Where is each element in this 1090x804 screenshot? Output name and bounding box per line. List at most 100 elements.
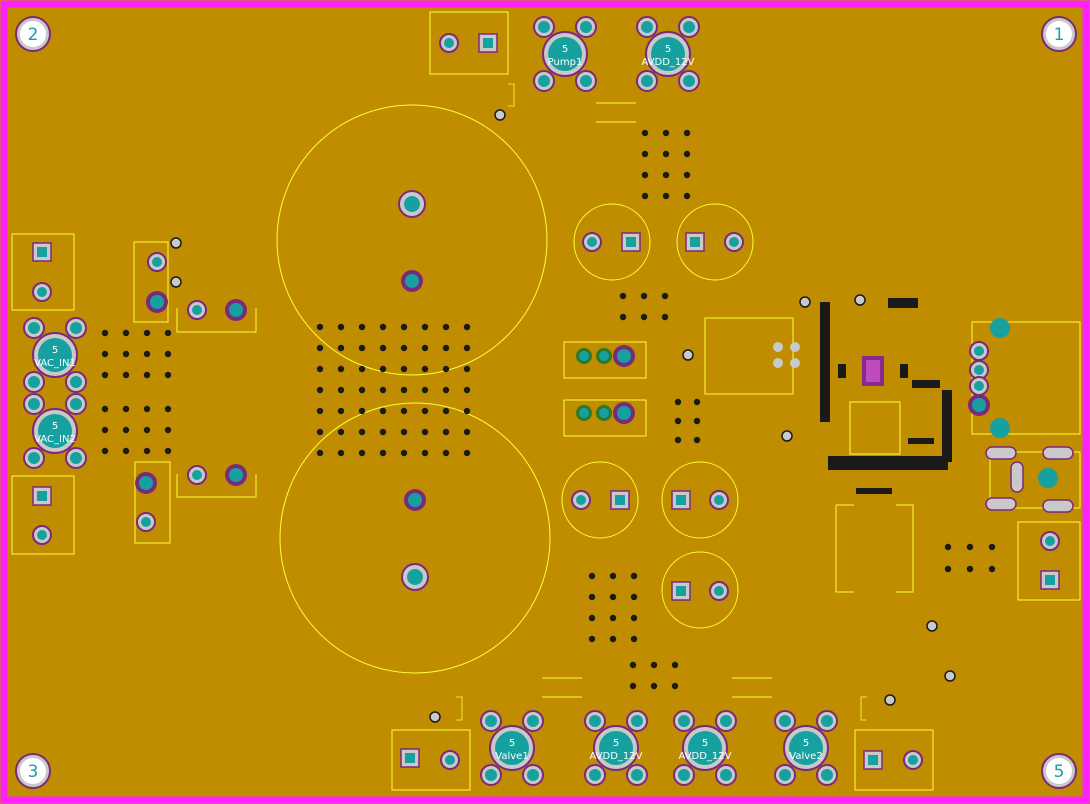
connector-net-number: 5 <box>702 738 708 749</box>
via <box>463 386 471 394</box>
via <box>630 572 638 580</box>
through-hole-pad <box>32 282 52 302</box>
via <box>379 386 387 394</box>
via <box>101 405 109 413</box>
through-hole-pad <box>671 490 691 510</box>
via <box>316 407 324 415</box>
via <box>316 323 324 331</box>
mounting-hole-label: 3 <box>28 762 39 782</box>
via <box>400 344 408 352</box>
mounting-hole-2: 2 <box>15 16 51 52</box>
via <box>619 313 627 321</box>
via <box>693 398 701 406</box>
via <box>164 350 172 358</box>
through-hole-pad <box>724 232 744 252</box>
via <box>463 323 471 331</box>
via <box>661 292 669 300</box>
via <box>442 323 450 331</box>
via <box>629 661 637 669</box>
via <box>944 670 956 682</box>
via <box>463 449 471 457</box>
via <box>164 329 172 337</box>
via <box>674 398 682 406</box>
mounting-hole-label: 1 <box>1054 25 1065 45</box>
via <box>164 426 172 434</box>
through-hole-pads <box>32 33 1060 770</box>
via <box>337 428 345 436</box>
via <box>122 426 130 434</box>
via <box>379 344 387 352</box>
via <box>463 407 471 415</box>
connector-net-number: 5 <box>509 738 515 749</box>
connector-name: AVDD_12V <box>589 751 642 762</box>
through-hole-pad <box>903 750 923 770</box>
via <box>442 428 450 436</box>
via <box>442 344 450 352</box>
through-hole-pad <box>709 490 729 510</box>
via <box>379 365 387 373</box>
through-hole-pad <box>671 581 691 601</box>
via <box>641 171 649 179</box>
via <box>661 313 669 321</box>
through-hole-pad <box>401 270 423 292</box>
via <box>671 682 679 690</box>
via <box>463 365 471 373</box>
via <box>693 436 701 444</box>
via <box>358 449 366 457</box>
through-hole-pad <box>32 525 52 545</box>
via <box>588 635 596 643</box>
via <box>421 386 429 394</box>
connector-name: AVDD_12V <box>678 751 731 762</box>
via <box>358 428 366 436</box>
via <box>122 329 130 337</box>
via <box>682 349 694 361</box>
connector-footprints: 5Pump15AVDD_12V5VAC_IN15VAC_IN25Valve15A… <box>23 16 838 786</box>
via <box>400 365 408 373</box>
via-arrays <box>101 109 996 723</box>
through-hole-pad <box>863 750 883 770</box>
through-hole-pad <box>32 486 52 506</box>
via <box>641 192 649 200</box>
through-hole-pad <box>571 490 591 510</box>
via <box>337 365 345 373</box>
via <box>316 449 324 457</box>
via <box>316 365 324 373</box>
microcontroller-region <box>773 298 952 494</box>
mounting-hole-5: 5 <box>1041 753 1077 789</box>
through-hole-pad <box>136 512 156 532</box>
through-hole-pad <box>613 345 635 367</box>
via <box>650 682 658 690</box>
via <box>588 593 596 601</box>
through-hole-pad <box>596 348 612 364</box>
via <box>674 417 682 425</box>
via <box>693 417 701 425</box>
through-hole-pad <box>709 581 729 601</box>
mounting-hole-label: 5 <box>1054 762 1065 782</box>
via <box>683 129 691 137</box>
through-hole-pad <box>32 242 52 262</box>
via <box>944 543 952 551</box>
through-hole-pad <box>439 33 459 53</box>
via <box>101 447 109 455</box>
via <box>683 171 691 179</box>
via <box>609 614 617 622</box>
via <box>316 386 324 394</box>
via <box>421 323 429 331</box>
via <box>662 171 670 179</box>
via <box>966 565 974 573</box>
connector-net-number: 5 <box>665 44 671 55</box>
connector-name: Valve2 <box>789 751 822 762</box>
through-hole-pad <box>576 405 592 421</box>
mounting-hole-3: 3 <box>15 753 51 789</box>
via <box>442 449 450 457</box>
through-hole-pad <box>398 190 426 218</box>
via <box>421 365 429 373</box>
through-hole-pad <box>1040 531 1060 551</box>
bulk-capacitor-bottom <box>279 402 551 674</box>
through-hole-pad <box>582 232 602 252</box>
